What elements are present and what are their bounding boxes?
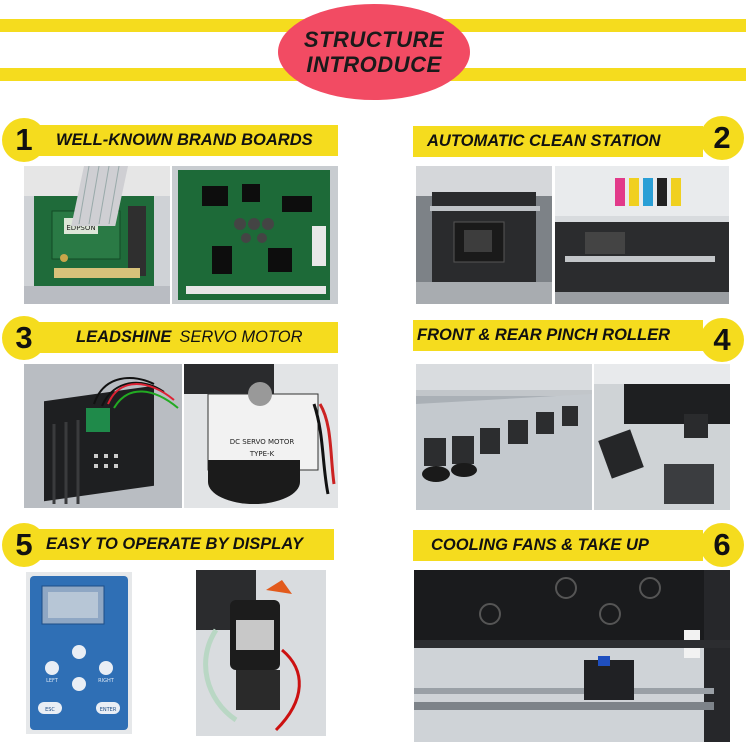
photo-ink-pump (196, 570, 326, 736)
photo-cooling-fans-takeup (414, 570, 730, 742)
motor-label-2: TYPE-K (249, 450, 275, 458)
section-5-title: EASY TO OPERATE BY DISPLAY (46, 535, 304, 553)
photo-rear-pinch-roller (594, 364, 730, 510)
photo-servo-driver (24, 364, 182, 508)
section-2-number: 2 (700, 116, 744, 160)
section-3-number: 3 (2, 316, 46, 360)
photo-brand-board-right (172, 166, 338, 304)
section-3-number-text: 3 (15, 320, 33, 355)
photo-brand-board-left: EDPSON (24, 166, 170, 304)
section-6-title: COOLING FANS & TAKE UP (431, 536, 649, 554)
photo-servo-motor: DC SERVO MOTOR TYPE-K (184, 364, 338, 508)
section-1-number-text: 1 (15, 122, 33, 157)
section-1-title: WELL-KNOWN BRAND BOARDS (56, 131, 313, 149)
section-3-title-brand: LEADSHINE (76, 328, 172, 346)
section-2-label: AUTOMATIC CLEAN STATION (413, 126, 703, 157)
section-3-title-rest: SERVO MOTOR (179, 328, 303, 346)
panel-key-esc: ESC (45, 707, 55, 713)
motor-label-1: DC SERVO MOTOR (230, 438, 295, 446)
section-4-number: 4 (700, 318, 744, 362)
title-badge: STRUCTURE INTRODUCE (278, 4, 470, 100)
section-1-label: WELL-KNOWN BRAND BOARDS (38, 125, 338, 156)
section-4-label: FRONT & REAR PINCH ROLLER (413, 320, 703, 351)
section-4-title: FRONT & REAR PINCH ROLLER (417, 326, 670, 344)
title-line-2: INTRODUCE (306, 52, 442, 77)
panel-key-left: LEFT (46, 678, 59, 684)
photo-clean-station-left (416, 166, 552, 304)
section-2-number-text: 2 (713, 120, 731, 155)
title-line-1: STRUCTURE (303, 27, 445, 52)
board-chip-text: EDPSON (66, 224, 95, 232)
panel-key-enter: ENTER (100, 707, 117, 713)
section-5-number-text: 5 (15, 527, 33, 562)
section-5-number: 5 (2, 523, 46, 567)
section-6-label: COOLING FANS & TAKE UP (413, 530, 703, 561)
panel-key-right: RIGHT (98, 678, 115, 684)
section-3-label: LEADSHINE SERVO MOTOR (38, 322, 338, 353)
section-2-title: AUTOMATIC CLEAN STATION (427, 132, 661, 150)
photo-control-panel: LEFT RIGHT ESC ENTER (26, 572, 132, 734)
photo-front-pinch-roller (416, 364, 592, 510)
section-6-number: 6 (700, 523, 744, 567)
section-1-number: 1 (2, 118, 46, 162)
photo-clean-station-right (555, 166, 729, 304)
section-6-number-text: 6 (713, 527, 731, 562)
section-4-number-text: 4 (713, 322, 731, 357)
section-5-label: EASY TO OPERATE BY DISPLAY (38, 529, 334, 560)
